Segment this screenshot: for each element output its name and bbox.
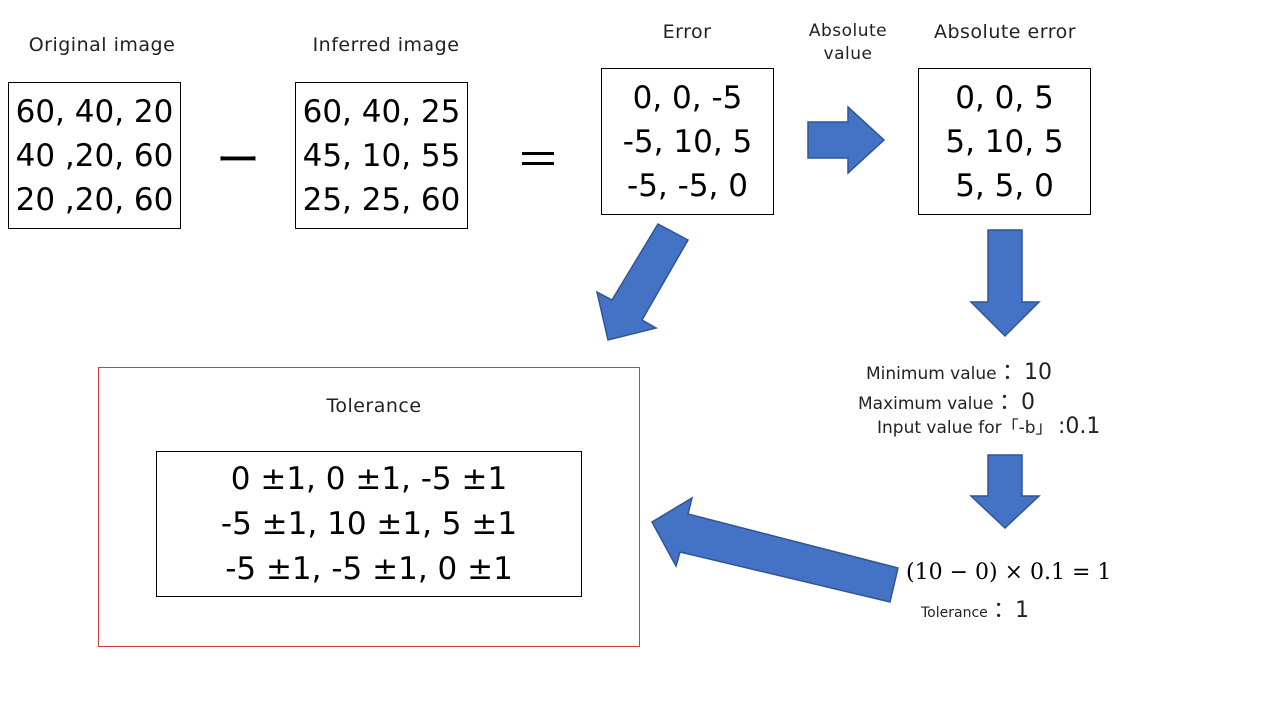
minimum-value-row: Minimum value ：10 bbox=[866, 354, 1052, 386]
matrix-row: 0, 0, -5 bbox=[632, 79, 743, 116]
matrix-row: 20 ,20, 60 bbox=[15, 181, 174, 218]
matrix-row: 5, 10, 5 bbox=[945, 123, 1064, 160]
minimum-value: ：10 bbox=[1002, 360, 1053, 385]
input-value-row: Input value for「-b」 :0.1 bbox=[877, 413, 1100, 439]
matrix-row: 45, 10, 55 bbox=[302, 137, 461, 174]
matrix-row: 0 ±1, 0 ±1, -5 ±1 bbox=[230, 460, 508, 497]
matrix-row: 5, 5, 0 bbox=[955, 167, 1054, 204]
error-label: Error bbox=[662, 21, 712, 43]
absolute-value-label-line: Absolute bbox=[808, 21, 888, 41]
matrix-row: -5, -5, 0 bbox=[627, 167, 748, 204]
maximum-value-label: Maximum value bbox=[858, 394, 994, 414]
matrix-row: 0, 0, 5 bbox=[955, 79, 1054, 116]
error-matrix: 0, 0, -5 -5, 10, 5 -5, -5, 0 bbox=[601, 68, 774, 215]
tolerance-result-value: ：1 bbox=[993, 598, 1030, 623]
maximum-value: ：0 bbox=[999, 390, 1036, 415]
arrow-left-icon bbox=[650, 496, 899, 603]
matrix-row: 60, 40, 25 bbox=[302, 93, 461, 130]
matrix-row: -5 ±1, -5 ±1, 0 ±1 bbox=[225, 550, 513, 587]
matrix-row: 60, 40, 20 bbox=[15, 93, 174, 130]
original-image-matrix: 60, 40, 20 40 ,20, 60 20 ,20, 60 bbox=[8, 82, 181, 229]
tolerance-result-row: Tolerance ：1 bbox=[921, 592, 1029, 624]
tolerance-matrix: 0 ±1, 0 ±1, -5 ±1 -5 ±1, 10 ±1, 5 ±1 -5 … bbox=[156, 451, 582, 597]
inferred-image-matrix: 60, 40, 25 45, 10, 55 25, 25, 60 bbox=[295, 82, 468, 229]
tolerance-result-label: Tolerance bbox=[921, 605, 988, 621]
minus-sign: ー bbox=[216, 135, 260, 186]
tolerance-formula: (10 − 0) × 0.1 = 1 bbox=[906, 560, 1112, 585]
minimum-value-label: Minimum value bbox=[866, 364, 997, 384]
maximum-value-row: Maximum value ：0 bbox=[858, 384, 1035, 416]
matrix-row: -5, 10, 5 bbox=[622, 123, 753, 160]
arrow-down-icon bbox=[969, 229, 1041, 338]
matrix-row: -5 ±1, 10 ±1, 5 ±1 bbox=[220, 505, 518, 542]
inferred-image-label: Inferred image bbox=[312, 34, 460, 56]
matrix-row: 25, 25, 60 bbox=[302, 181, 461, 218]
input-value: :0.1 bbox=[1057, 414, 1101, 439]
absolute-error-label: Absolute error bbox=[933, 21, 1077, 43]
arrow-diagonal-icon bbox=[595, 223, 690, 341]
original-image-label: Original image bbox=[28, 34, 176, 56]
arrow-right-icon bbox=[807, 105, 886, 175]
matrix-row: 40 ,20, 60 bbox=[15, 137, 174, 174]
arrow-down-icon bbox=[969, 454, 1041, 530]
absolute-value-label-line: value bbox=[823, 44, 873, 64]
tolerance-frame bbox=[98, 367, 640, 647]
absolute-error-matrix: 0, 0, 5 5, 10, 5 5, 5, 0 bbox=[918, 68, 1091, 215]
absolute-value-label: Absolute value bbox=[796, 20, 900, 66]
input-value-label: Input value for「-b」 bbox=[877, 418, 1053, 438]
equals-sign: ＝ bbox=[516, 135, 560, 186]
tolerance-label: Tolerance bbox=[326, 395, 422, 417]
